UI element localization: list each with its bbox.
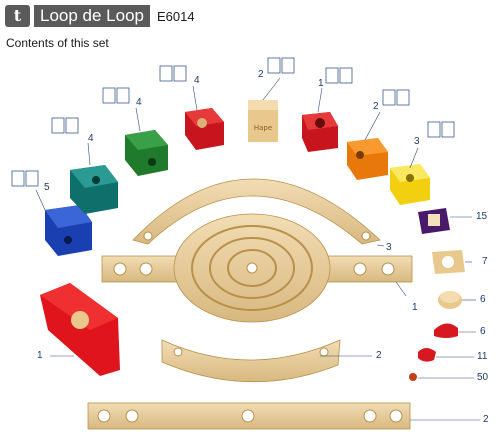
qty-natural-cube: 2 xyxy=(258,69,264,80)
brand-logo: t xyxy=(5,5,30,27)
qty-blue-cube: 5 xyxy=(44,182,50,193)
orange-cube xyxy=(347,138,388,180)
leader-lines xyxy=(35,77,480,421)
qty-red-cube-b: 1 xyxy=(318,78,324,89)
qty-red-cap: 6 xyxy=(480,326,486,337)
qty-natural-round: 6 xyxy=(480,294,486,305)
purple-square xyxy=(418,208,450,234)
marble xyxy=(409,373,417,381)
qty-red-diamond-funnel: 1 xyxy=(37,350,43,361)
long-straight-track xyxy=(87,402,411,430)
svg-text:Hape: Hape xyxy=(254,124,272,132)
qty-red-cube-a: 4 xyxy=(194,75,200,86)
red-cube-a xyxy=(185,108,224,150)
qty-marble: 50 xyxy=(477,372,489,383)
blue-cube xyxy=(45,205,92,256)
qty-yellow-cube: 3 xyxy=(414,136,420,147)
qty-long-straight-track: 2 xyxy=(483,414,489,425)
qty-purple-square: 15 xyxy=(476,211,488,222)
bottom-arc-track xyxy=(161,339,341,383)
qty-bottom-arc-track: 2 xyxy=(376,350,382,361)
header: t Loop de Loop E6014 xyxy=(0,0,500,30)
natural-cube: Hape xyxy=(248,100,278,142)
qty-top-arc-track: 3 xyxy=(386,242,392,253)
contents-title: Contents of this set xyxy=(6,36,109,50)
top-arc-track xyxy=(132,178,381,245)
natural-square xyxy=(432,250,465,274)
qty-green-cube: 4 xyxy=(136,97,142,108)
qty-orange-cube: 2 xyxy=(373,101,379,112)
product-code: E6014 xyxy=(157,9,195,24)
qty-natural-square: 7 xyxy=(482,256,488,267)
spiral-board xyxy=(101,213,413,323)
red-cap xyxy=(434,323,458,338)
red-diamond-funnel xyxy=(40,283,120,376)
green-cube xyxy=(125,130,168,176)
product-title: Loop de Loop xyxy=(34,5,150,27)
yellow-cube xyxy=(390,164,430,205)
qty-teal-cube: 4 xyxy=(88,133,94,144)
qty-red-small-cap: 11 xyxy=(477,351,488,362)
red-small-cap xyxy=(418,348,436,362)
teal-cube xyxy=(70,165,118,214)
red-cube-b xyxy=(302,112,338,152)
piece-diagrams xyxy=(11,57,455,187)
natural-round xyxy=(438,291,462,309)
qty-spiral-board: 1 xyxy=(412,302,418,313)
